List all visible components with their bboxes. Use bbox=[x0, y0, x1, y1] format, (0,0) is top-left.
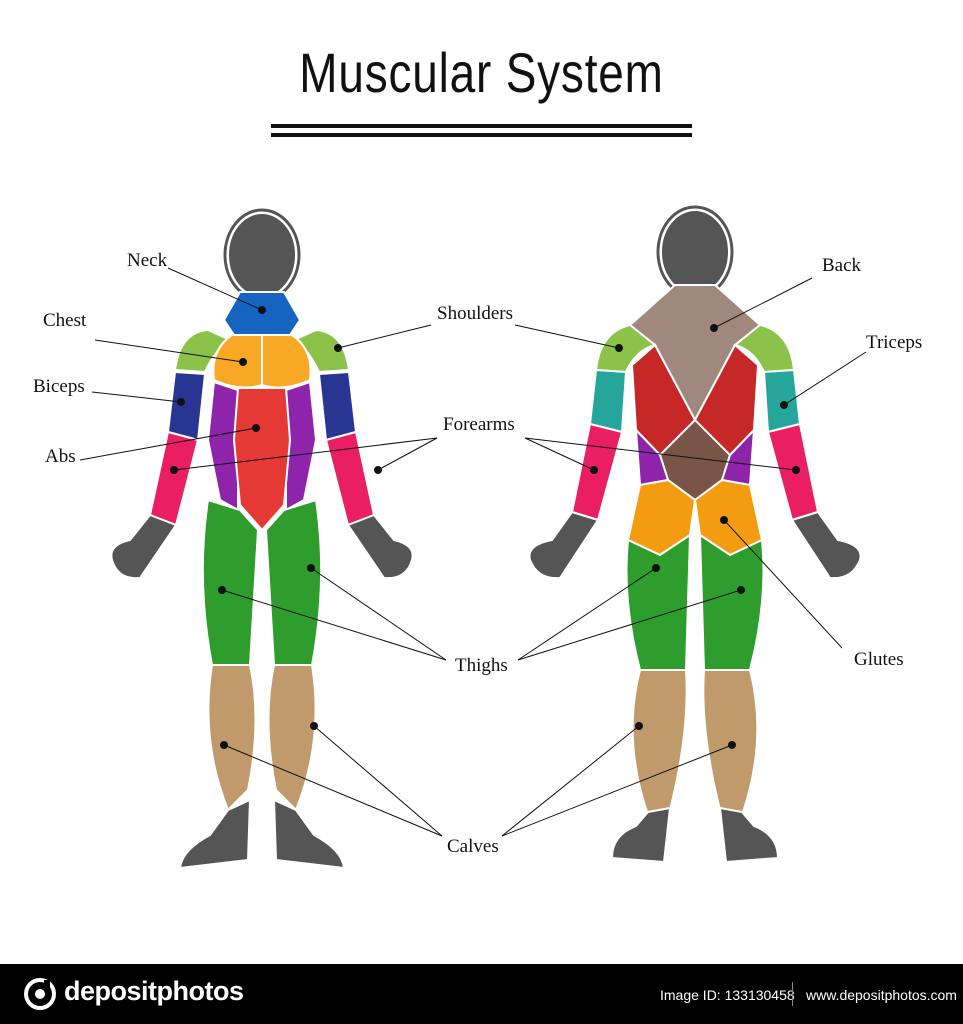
label-biceps: Biceps bbox=[33, 376, 85, 397]
title-underline-bottom bbox=[271, 133, 692, 137]
front-head bbox=[227, 212, 297, 298]
label-chest: Chest bbox=[43, 310, 87, 331]
back-foot-left bbox=[610, 806, 672, 864]
muscle-diagram: Neck Chest Biceps Abs Shoulders Forearms… bbox=[33, 205, 922, 870]
muscle-labels: Neck Chest Biceps Abs Shoulders Forearms… bbox=[33, 250, 922, 857]
front-hand-left bbox=[110, 513, 178, 580]
back-triceps-left bbox=[588, 368, 628, 434]
front-calf-left bbox=[207, 664, 257, 812]
front-oblique-right bbox=[285, 380, 318, 512]
front-biceps-right bbox=[317, 370, 358, 442]
leader-lines bbox=[79, 267, 867, 837]
label-abs: Abs bbox=[45, 446, 76, 467]
back-thigh-right bbox=[698, 533, 765, 671]
label-thighs: Thighs bbox=[455, 655, 508, 676]
front-chest-right bbox=[261, 334, 312, 389]
front-forearm-right bbox=[324, 430, 376, 527]
back-triceps-right bbox=[762, 368, 802, 434]
title-underline-top bbox=[271, 124, 692, 128]
back-head bbox=[660, 209, 730, 295]
front-thigh-right bbox=[264, 498, 323, 666]
depositphotos-logo-icon bbox=[24, 978, 56, 1010]
footer-bar: depositphotos Image ID: 133130458 www.de… bbox=[0, 964, 963, 1024]
back-foot-right bbox=[718, 806, 780, 864]
label-glutes: Glutes bbox=[854, 649, 904, 670]
front-calf-right bbox=[267, 664, 317, 812]
front-foot-left bbox=[178, 798, 252, 870]
back-hand-right bbox=[790, 510, 862, 580]
back-body-figure bbox=[528, 205, 862, 864]
footer-divider bbox=[792, 982, 793, 1006]
front-body-figure bbox=[110, 208, 414, 870]
front-oblique-left bbox=[206, 380, 239, 512]
front-hand-right bbox=[346, 513, 414, 580]
back-calf-left bbox=[631, 669, 688, 817]
label-neck: Neck bbox=[127, 250, 168, 271]
page-title: Muscular System bbox=[299, 41, 664, 104]
brand-name: depositphotos bbox=[64, 976, 244, 1006]
label-calves: Calves bbox=[447, 836, 499, 857]
back-hand-left bbox=[528, 510, 600, 580]
label-shoulders: Shoulders bbox=[437, 303, 513, 324]
front-foot-right bbox=[272, 798, 346, 870]
back-thigh-left bbox=[625, 533, 692, 671]
label-back: Back bbox=[822, 255, 862, 276]
label-forearms: Forearms bbox=[443, 414, 515, 435]
website-url[interactable]: www.depositphotos.com bbox=[806, 987, 957, 1003]
image-id: Image ID: 133130458 bbox=[660, 987, 795, 1003]
label-triceps: Triceps bbox=[866, 332, 922, 353]
front-biceps-left bbox=[166, 370, 207, 442]
front-thigh-left bbox=[201, 498, 260, 666]
